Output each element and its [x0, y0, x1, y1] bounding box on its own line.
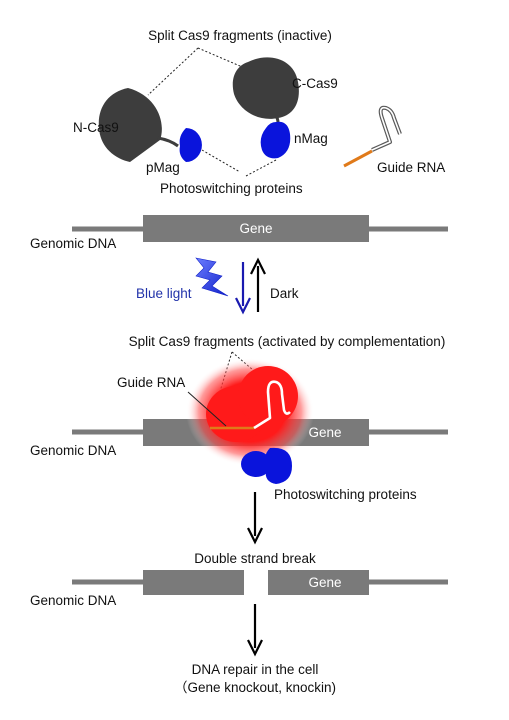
genomic-dna-label-3: Genomic DNA [30, 593, 116, 608]
guide-rna-pointer-2 [187, 391, 227, 427]
down-arrowhead-1 [247, 527, 263, 545]
genomic-dna-label-2: Genomic DNA [30, 443, 116, 458]
blue-light-label: Blue light [136, 286, 192, 301]
dna-repair-label: DNA repair in the cell [192, 662, 319, 677]
dark-arrowhead [250, 257, 266, 275]
pmag-protein [179, 128, 202, 162]
n-cas9-label: N-Cas9 [73, 120, 119, 135]
photoswitching-label-1: Photoswitching proteins [160, 181, 303, 196]
c-cas9-fragment [232, 57, 299, 119]
gene-label-3: Gene [308, 575, 341, 590]
dark-label: Dark [270, 286, 299, 301]
gene-box-3-right [268, 570, 369, 595]
guide-rna-label-1: Guide RNA [377, 160, 445, 175]
gene-label-1: Gene [239, 221, 272, 236]
lightning-bolt-icon [195, 257, 229, 297]
photoswitching-label-2: Photoswitching proteins [274, 487, 417, 502]
photo-pointer-n [245, 159, 277, 177]
guide-rna-spacer [343, 149, 373, 168]
nmag-protein [260, 121, 291, 159]
c-cas9-label: C-Cas9 [292, 76, 338, 91]
double-strand-break-label: Double strand break [194, 551, 316, 566]
down-arrowhead-2 [247, 639, 263, 657]
title-pointer-n [147, 47, 199, 96]
bound-pmag [241, 451, 271, 477]
active-guide-backbone [253, 380, 291, 430]
gene-box-3-left [143, 570, 244, 595]
activated-fragments-title: Split Cas9 fragments (activated by compl… [129, 334, 446, 349]
nmag-label: nMag [294, 131, 328, 146]
pmag-label: pMag [146, 160, 180, 175]
gene-label-2: Gene [308, 425, 341, 440]
photo-pointer-p [201, 149, 241, 173]
inactive-fragments-title: Split Cas9 fragments (inactive) [148, 28, 332, 43]
bound-nmag [264, 447, 292, 484]
gene-box-1 [143, 215, 369, 242]
blue-light-arrowhead [235, 297, 251, 315]
genomic-dna-label-1: Genomic DNA [30, 236, 116, 251]
n-linker [157, 136, 179, 148]
guide-rna-label-2: Guide RNA [117, 375, 185, 390]
n-cas9-fragment [98, 88, 162, 162]
knockout-knockin-label: （Gene knockout, knockin) [174, 680, 336, 695]
guide-rna-backbone-inner [371, 106, 401, 151]
